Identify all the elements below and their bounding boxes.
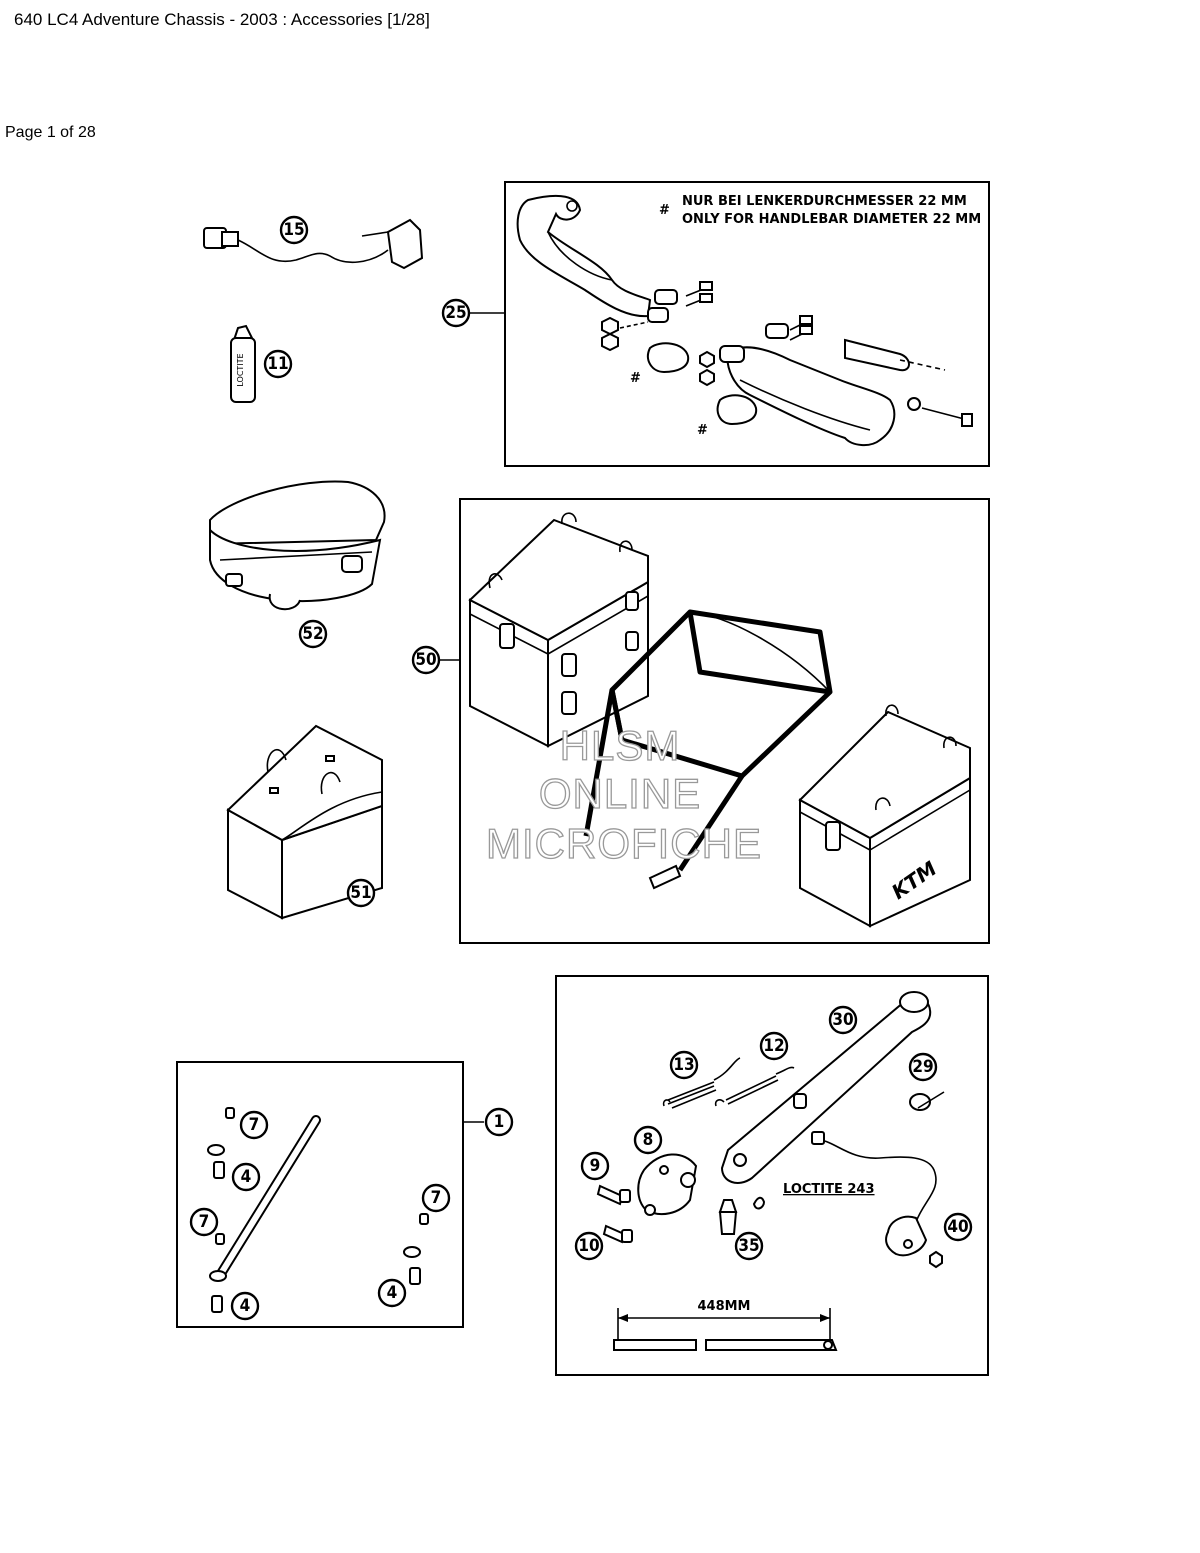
callout-4-top: 4 [231, 1162, 261, 1192]
loctite-243-label: LOCTITE 243 [783, 1182, 875, 1197]
svg-text:25: 25 [445, 303, 466, 323]
callout-52: 52 [298, 619, 328, 649]
callout-13: 13 [669, 1050, 699, 1080]
svg-text:7: 7 [199, 1212, 210, 1232]
watermark: HLSM ONLINE MICROFICHE [485, 721, 762, 867]
wiring-harness-part [203, 218, 424, 270]
callout-4-left: 4 [230, 1291, 260, 1321]
pannier-right: KTM [798, 704, 971, 928]
svg-text:35: 35 [738, 1236, 759, 1256]
callout-9: 9 [580, 1151, 610, 1181]
svg-text:12: 12 [763, 1036, 784, 1056]
stand-bracket [596, 1153, 698, 1244]
svg-text:4: 4 [241, 1167, 252, 1187]
callout-12: 12 [759, 1031, 789, 1061]
note-german: NUR BEI LENKERDURCHMESSER 22 MM [682, 194, 967, 209]
callout-7-right: 7 [421, 1183, 451, 1213]
pannier-left [468, 512, 649, 748]
callout-15: 15 [279, 215, 309, 245]
callout-30: 30 [828, 1005, 858, 1035]
stand-bolt-35: LOCTITE 243 [718, 1182, 875, 1235]
handguard-left: # [516, 194, 713, 386]
side-stand-panel [555, 975, 989, 1376]
callout-35: 35 [734, 1231, 764, 1261]
svg-text:1: 1 [494, 1112, 505, 1132]
svg-text:7: 7 [431, 1188, 442, 1208]
callout-8: 8 [633, 1125, 663, 1155]
svg-text:50: 50 [415, 650, 436, 670]
svg-text:4: 4 [240, 1296, 251, 1316]
callout-29: 29 [908, 1052, 938, 1082]
callout-4-right: 4 [377, 1278, 407, 1308]
svg-text:LOCTITE: LOCTITE [236, 353, 245, 386]
callout-7-top: 7 [239, 1110, 269, 1140]
svg-text:52: 52 [302, 624, 323, 644]
callout-10: 10 [574, 1231, 604, 1261]
callout-25: 25 [441, 298, 471, 328]
svg-text:7: 7 [249, 1115, 260, 1135]
dimension-label: 448MM [697, 1299, 750, 1314]
svg-text:51: 51 [350, 883, 371, 903]
svg-text:10: 10 [578, 1236, 599, 1256]
handguard-right: # [697, 315, 973, 446]
svg-text:8: 8 [643, 1130, 654, 1150]
svg-text:30: 30 [832, 1010, 853, 1030]
svg-text:HLSM: HLSM [560, 722, 681, 769]
callout-40: 40 [943, 1212, 973, 1242]
pannier-rack [583, 609, 833, 890]
stand-switch [811, 1091, 945, 1269]
svg-text:11: 11 [267, 354, 288, 374]
svg-text:4: 4 [387, 1283, 398, 1303]
stand-dimension: 448MM [613, 1299, 838, 1351]
springs [662, 1057, 795, 1109]
callout-11: 11 [263, 349, 293, 379]
svg-text:29: 29 [912, 1057, 933, 1077]
callout-51: 51 [346, 878, 376, 908]
tank-bag-part [209, 480, 386, 610]
svg-text:#: # [697, 423, 708, 438]
loctite-tube-part: LOCTITE [230, 324, 256, 403]
side-stand-part [720, 991, 932, 1184]
document-title: 640 LC4 Adventure Chassis - 2003 : Acces… [14, 10, 430, 29]
rack-hardware [211, 1107, 429, 1313]
handguard-note: # NUR BEI LENKERDURCHMESSER 22 MM ONLY F… [659, 194, 981, 227]
callout-50: 50 [411, 645, 441, 675]
svg-text:ONLINE: ONLINE [539, 770, 701, 817]
svg-text:MICROFICHE: MICROFICHE [486, 820, 762, 867]
page-indicator: Page 1 of 28 [5, 124, 96, 141]
svg-text:#: # [630, 371, 641, 386]
callout-7-left: 7 [189, 1207, 219, 1237]
callout-1: 1 [484, 1107, 514, 1137]
svg-text:13: 13 [673, 1055, 694, 1075]
svg-text:#: # [659, 203, 670, 218]
svg-text:9: 9 [590, 1156, 601, 1176]
svg-text:15: 15 [283, 220, 304, 240]
note-english: ONLY FOR HANDLEBAR DIAMETER 22 MM [682, 212, 981, 227]
svg-text:40: 40 [947, 1217, 968, 1237]
